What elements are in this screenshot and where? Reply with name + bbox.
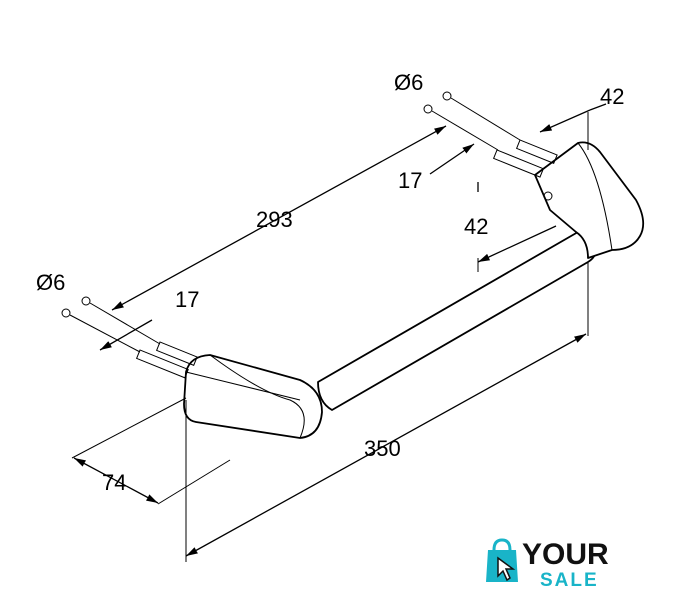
dimension-74 xyxy=(71,397,231,505)
dimension-17-right xyxy=(429,143,479,192)
label-hole-spacing: 293 xyxy=(256,207,293,232)
label-end-width: 42 xyxy=(600,84,624,109)
right-screws xyxy=(423,91,558,178)
label-screw-diameter-right: Ø6 xyxy=(394,70,423,95)
dimension-17-left xyxy=(99,319,153,351)
logo-word-sale: SALE xyxy=(540,570,599,591)
your-sale-logo: YOUR SALE xyxy=(486,538,609,591)
dimension-42-width xyxy=(539,103,607,150)
label-overall-length: 350 xyxy=(364,436,401,461)
shopping-bag-cursor-icon xyxy=(486,538,518,582)
label-screw-length-left: 17 xyxy=(175,287,199,312)
right-end-mount xyxy=(534,141,645,259)
label-end-height: 42 xyxy=(464,214,488,239)
label-screw-diameter-left: Ø6 xyxy=(36,270,65,295)
left-end-mount xyxy=(183,354,323,439)
bar-tube xyxy=(317,230,598,411)
dimension-350 xyxy=(185,262,589,562)
label-screw-length-right: 17 xyxy=(398,168,422,193)
label-depth: 74 xyxy=(102,470,126,495)
dimension-42-height xyxy=(477,225,557,272)
dimension-293 xyxy=(111,125,447,311)
logo-word-your: YOUR xyxy=(522,538,609,571)
